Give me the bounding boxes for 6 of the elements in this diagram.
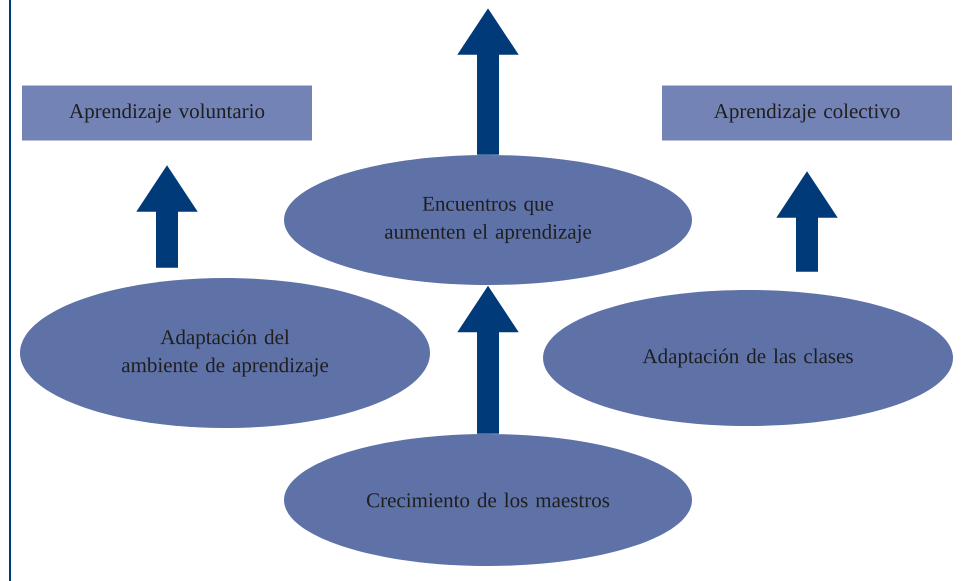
label-box: Aprendizaje voluntario bbox=[22, 86, 312, 140]
label-box: Aprendizaje colectivo bbox=[662, 86, 952, 140]
ellipse-node: Crecimiento de los maestros bbox=[284, 434, 692, 566]
ellipse-node: Encuentros que aumenten el aprendizaje bbox=[284, 155, 692, 285]
ellipse-node: Adaptación de las clases bbox=[543, 290, 954, 426]
ellipse-node: Adaptación del ambiente de aprendizaje bbox=[20, 278, 430, 428]
